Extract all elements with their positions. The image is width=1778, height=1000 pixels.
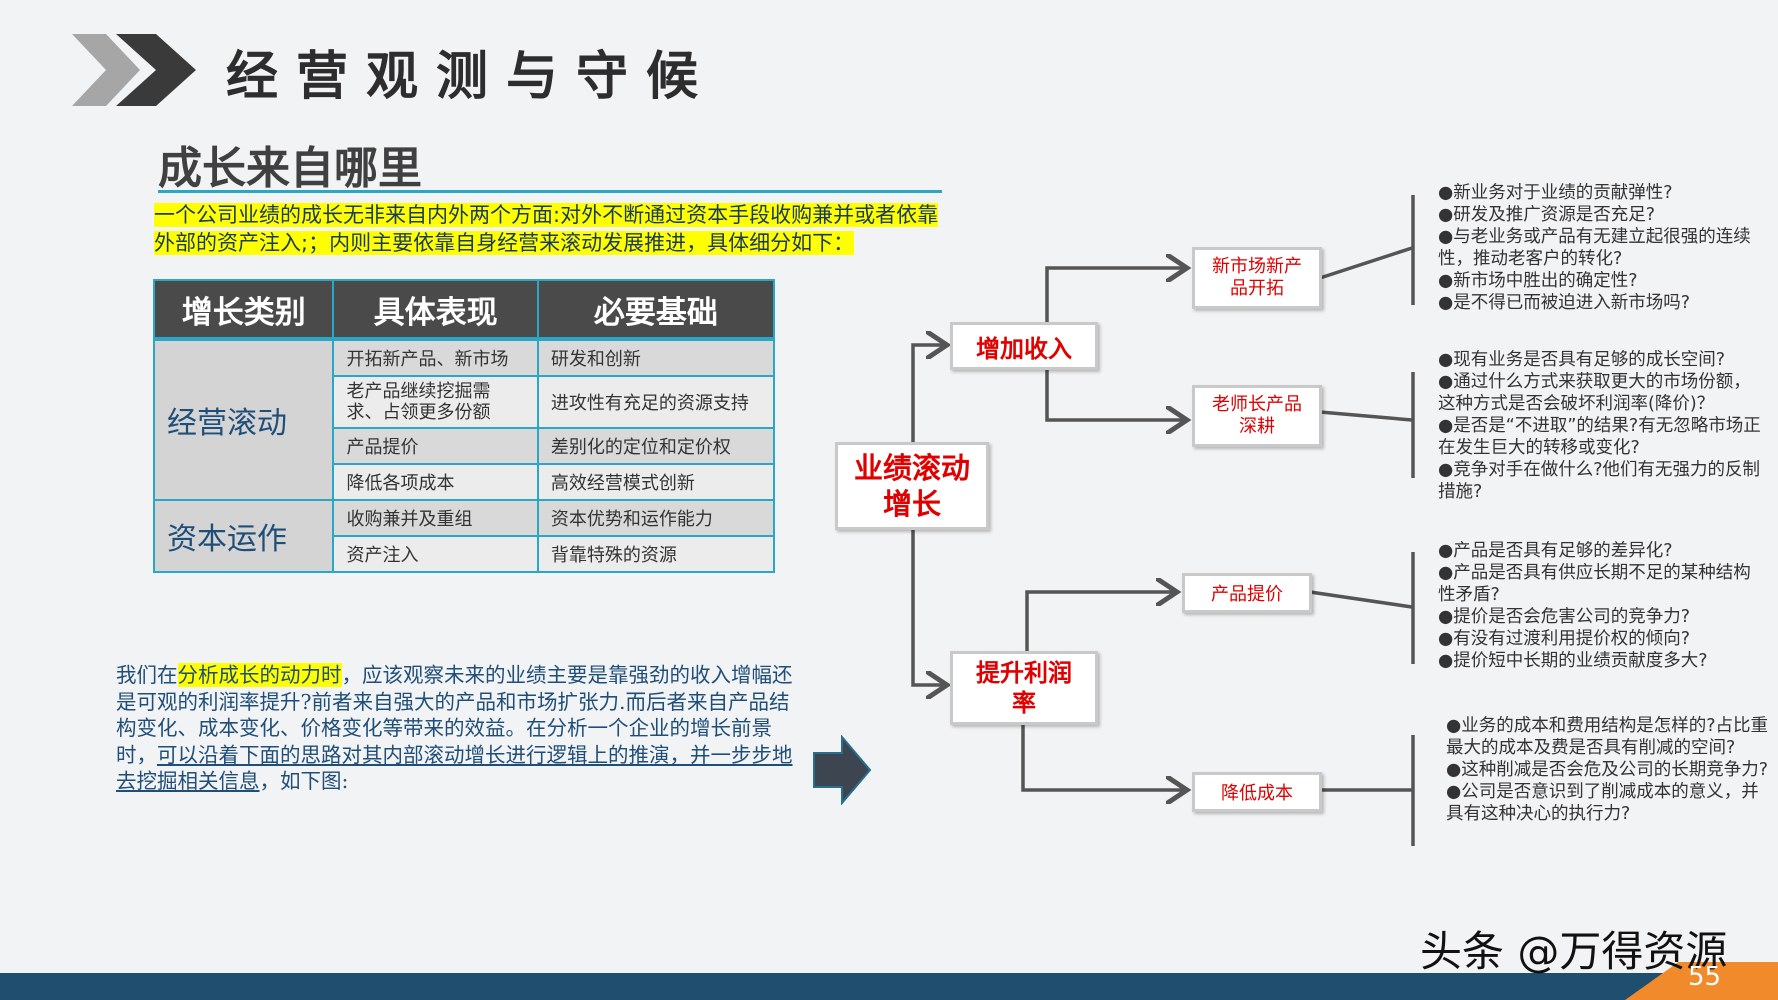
tree-node-revenue: 增加收入 — [950, 322, 1098, 370]
table-cell: 高效经营模式创新 — [536, 463, 776, 501]
right-arrow-icon — [813, 735, 872, 805]
intro-text: 一个公司业绩的成长无非来自内外两个方面:对外不断通过资本手段收购兼并或者依靠外部… — [154, 203, 939, 255]
table-header: 具体表现 — [333, 280, 539, 341]
chevron-logo-icon — [72, 34, 196, 106]
table-cell: 产品提价 — [332, 427, 539, 465]
watermark: 头条 @万得资源 — [1420, 927, 1728, 976]
table-cell: 差别化的定位和定价权 — [536, 427, 776, 465]
table-row: 经营滚动 开拓新产品、新市场 研发和创新 — [152, 338, 776, 501]
subtitle-underline — [158, 190, 942, 193]
tree-node-margin: 提升利润率 — [950, 651, 1098, 725]
table-cell: 老产品继续挖掘需求、占领更多份额 — [332, 375, 539, 429]
table-cell: 研发和创新 — [536, 338, 776, 377]
table-header-row: 增长类别 具体表现 必要基础 — [154, 280, 776, 341]
table-row: 产品提价 差别化的定位和定价权 — [154, 427, 776, 465]
tree-leaf-existing-product: 老师长产品深耕 — [1192, 385, 1322, 447]
table-row: 资产注入 背靠特殊的资源 — [154, 535, 776, 573]
table-row: 降低各项成本 高效经营模式创新 — [154, 463, 776, 501]
table-cell: 收购兼并及重组 — [332, 499, 539, 537]
tree-leaf-price-increase: 产品提价 — [1182, 573, 1312, 613]
analysis-paragraph: 我们在分析成长的动力时，应该观察未来的业绩主要是靠强劲的收入增幅还是可观的利润率… — [116, 663, 793, 793]
tree-leaf-new-market: 新市场新产品开拓 — [1192, 247, 1322, 309]
section-subtitle: 成长来自哪里 — [158, 143, 422, 194]
question-list-3: ●产品是否具有足够的差异化?●产品是否具有供应长期不足的某种结构性矛盾?●提价是… — [1438, 541, 1751, 671]
page-title: 经营观测与守候 — [226, 47, 717, 107]
table-cell: 进攻性有充足的资源支持 — [536, 375, 776, 429]
table-header: 必要基础 — [537, 280, 776, 341]
tree-leaf-cost-cut: 降低成本 — [1192, 772, 1322, 812]
tree-root-box: 业绩滚动增长 — [835, 442, 989, 530]
table-header: 增长类别 — [154, 280, 335, 341]
table-cell: 开拓新产品、新市场 — [332, 338, 539, 377]
footer-bar — [0, 973, 1778, 1000]
question-list-4: ●业务的成本和费用结构是怎样的?占比重最大的成本及费是否具有削减的空间?●这种削… — [1446, 716, 1769, 824]
question-list-2: ●现有业务是否具有足够的成长空间?●通过什么方式来获取更大的市场份额，这种方式是… — [1438, 350, 1761, 502]
question-list-1: ●新业务对于业绩的贡献弹性?●研发及推广资源是否充足?●与老业务或产品有无建立起… — [1438, 183, 1751, 313]
table-cell: 资产注入 — [332, 535, 539, 573]
group-cell: 经营滚动 — [152, 338, 335, 501]
growth-table: 增长类别 具体表现 必要基础 经营滚动 开拓新产品、新市场 研发和创新 老产品继… — [152, 279, 776, 573]
table-cell: 降低各项成本 — [332, 463, 539, 501]
group-cell: 资本运作 — [152, 499, 335, 573]
table-cell: 资本优势和运作能力 — [536, 499, 776, 537]
table-cell: 背靠特殊的资源 — [536, 535, 776, 573]
table-row: 资本运作 收购兼并及重组 资本优势和运作能力 — [152, 499, 776, 573]
page-number: 55 — [1688, 962, 1722, 992]
table-row: 老产品继续挖掘需求、占领更多份额 进攻性有充足的资源支持 — [154, 375, 776, 429]
